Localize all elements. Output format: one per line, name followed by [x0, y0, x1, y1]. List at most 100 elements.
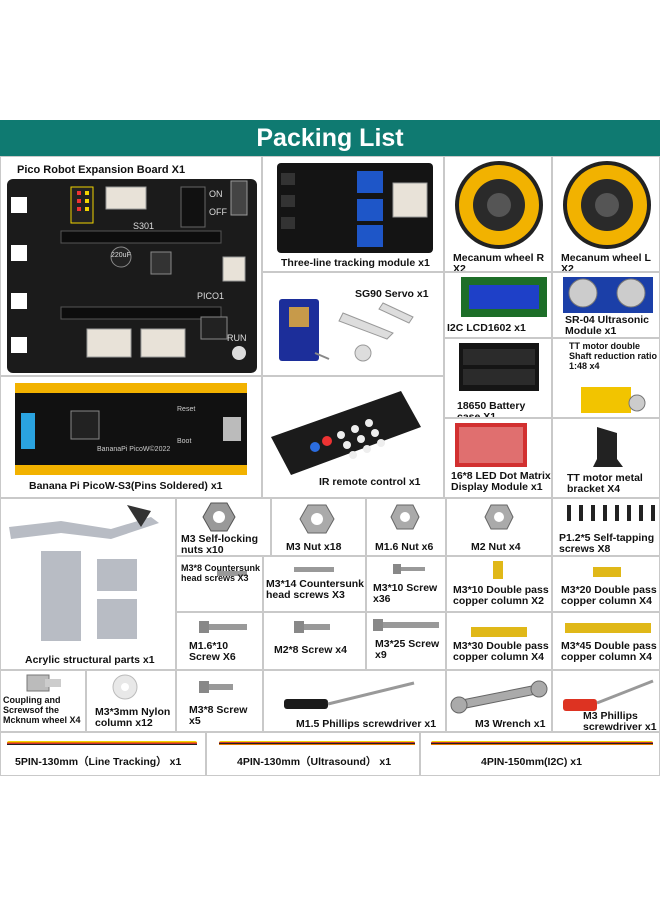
acrylic-cell: Acrylic structural parts x1 — [0, 498, 176, 670]
mecanum-r-cell: Mecanum wheel R X2 — [444, 156, 552, 272]
ultrasonic-label: SR-04 Ultrasonic Module x1 — [565, 314, 650, 337]
wrench-label: M3 Wrench x1 — [475, 718, 546, 730]
mecanum-wheel-r-image — [455, 161, 543, 249]
m3x14-csk-label: M3*14 Countersunk head screws X3 — [266, 578, 365, 601]
m3x8-csk-image — [217, 571, 247, 576]
phillips-m3-cell: M3 Phillips screwdriver x1 — [552, 670, 660, 732]
banana-pi-board-text: BananaPi PicoW©2022 — [97, 446, 171, 453]
phillips-m15-label: M1.5 Phillips screwdriver x1 — [296, 718, 437, 730]
phillips-m3-image — [563, 679, 654, 711]
acrylic-parts-image — [9, 505, 159, 641]
phillips-m3-label: M3 Phillips screwdriver x1 — [583, 710, 657, 732]
m3-lock-nut-cell: M3 Self-locking nuts x10 — [176, 498, 271, 556]
ir-remote-label: IR remote control x1 — [319, 476, 421, 488]
m2x8-screw-image — [294, 621, 330, 633]
board-pico-text: PICO1 — [197, 291, 225, 301]
mecanum-wheel-l-image — [563, 161, 651, 249]
m3x10-col-label: M3*10 Double pass copper column X2 — [453, 584, 549, 607]
coupling-label: Coupling and Screwsof the Mcknum wheel X… — [3, 695, 81, 725]
tracking-module-label: Three-line tracking module x1 — [281, 257, 430, 269]
m3x20-col-cell: M3*20 Double pass copper column X4 — [552, 556, 660, 612]
battery-case-label: 18650 Battery case X1 — [457, 400, 526, 418]
m3x30-col-cell: M3*30 Double pass copper column X4 — [446, 612, 552, 670]
servo-label: SG90 Servo x1 — [355, 288, 429, 300]
board-s301-text: S301 — [133, 221, 155, 231]
m3x25-screw-cell: M3*25 Screw x9 — [366, 612, 446, 670]
m2-nut-label: M2 Nut x4 — [471, 541, 521, 553]
m3x10-col-cell: M3*10 Double pass copper column X2 — [446, 556, 552, 612]
cable1-image — [7, 741, 197, 747]
banana-pi-cell: BananaPi PicoW©2022 Reset Boot Banana Pi… — [0, 376, 262, 498]
m3x8-csk-label: M3*8 Countersunk head screws X3 — [181, 563, 261, 583]
cable3-image — [431, 741, 653, 747]
nylon-col-label: M3*3mm Nylon column x12 — [95, 706, 171, 729]
packing-grid: Pico Robot Expansion Board X1 S301 ON — [0, 156, 660, 776]
m3x25-screw-image — [373, 619, 439, 631]
banana-pi-image — [15, 383, 247, 475]
m2x8-screw-cell: M2*8 Screw x4 — [263, 612, 366, 670]
battery-case-cell: 18650 Battery case X1 — [444, 338, 552, 418]
p12-screw-cell: P1.2*5 Self-tapping screws X8 — [552, 498, 660, 556]
m3x30-col-image — [471, 627, 527, 637]
m3x10-screw-cell: M3*10 Screw x36 — [366, 556, 446, 612]
title-banner: Packing List — [0, 120, 660, 156]
cable3-label: 4PIN-150mm(I2C) x1 — [481, 756, 582, 768]
m3x10-col-image — [493, 561, 503, 579]
banana-pi-label: Banana Pi PicoW-S3(Pins Soldered) x1 — [29, 480, 223, 492]
battery-case-image — [459, 343, 539, 391]
m2-nut-image — [484, 504, 514, 530]
p12-screw-label: P1.2*5 Self-tapping screws X8 — [559, 532, 655, 555]
m3-nut-label: M3 Nut x18 — [286, 541, 342, 553]
m3x20-col-label: M3*20 Double pass copper column X4 — [561, 584, 657, 607]
mecanum-l-cell: Mecanum wheel L X2 — [552, 156, 660, 272]
m2-nut-cell: M2 Nut x4 — [446, 498, 552, 556]
nylon-col-cell: M3*3mm Nylon column x12 — [86, 670, 176, 732]
led-matrix-image — [455, 423, 527, 467]
m16-nut-label: M1.6 Nut x6 — [375, 541, 434, 553]
tt-motor-label: TT motor double Shaft reduction ratio 1:… — [569, 341, 658, 371]
coupling-cell: Coupling and Screwsof the Mcknum wheel X… — [0, 670, 86, 732]
phillips-m15-cell: M1.5 Phillips screwdriver x1 — [263, 670, 446, 732]
m3x30-col-label: M3*30 Double pass copper column X4 — [453, 640, 549, 663]
lcd-label: I2C LCD1602 x1 — [447, 322, 526, 334]
m3x8-csk-cell: M3*8 Countersunk head screws X3 — [176, 556, 263, 612]
ultrasonic-cell: SR-04 Ultrasonic Module x1 — [552, 272, 660, 338]
m3x8-screw-image — [199, 681, 233, 693]
m16-nut-image — [390, 504, 420, 530]
cable3-cell: 4PIN-150mm(I2C) x1 — [420, 732, 660, 776]
m3x45-col-cell: M3*45 Double pass copper column X4 — [552, 612, 660, 670]
tt-bracket-image — [593, 427, 623, 467]
cable2-image — [219, 741, 415, 747]
expansion-board-image — [7, 179, 257, 373]
board-cap-text: 220uF — [111, 252, 131, 259]
cable1-cell: 5PIN-130mm（Line Tracking） x1 — [0, 732, 206, 776]
m16x10-screw-cell: M1.6*10 Screw X6 — [176, 612, 263, 670]
m3-lock-nut-label: M3 Self-locking nuts x10 — [181, 533, 259, 556]
lcd-image — [461, 277, 547, 317]
banana-pi-boot-text: Boot — [177, 438, 192, 445]
expansion-board-cell: Pico Robot Expansion Board X1 S301 ON — [0, 156, 262, 376]
tt-bracket-label: TT motor metal bracket X4 — [567, 472, 643, 495]
lcd-cell: I2C LCD1602 x1 — [444, 272, 552, 338]
tracking-module-cell: Three-line tracking module x1 — [262, 156, 444, 272]
tt-bracket-cell: TT motor metal bracket X4 — [552, 418, 660, 498]
cable1-label: 5PIN-130mm（Line Tracking） x1 — [15, 756, 182, 768]
mecanum-l-label: Mecanum wheel L X2 — [561, 252, 651, 272]
led-matrix-label: 16*8 LED Dot Matrix Display Module x1 — [451, 470, 551, 493]
servo-cell: SG90 Servo x1 — [262, 272, 444, 376]
m3x10-screw-label: M3*10 Screw x36 — [373, 582, 438, 605]
m3-nut-image — [299, 504, 335, 534]
mecanum-r-label: Mecanum wheel R X2 — [453, 252, 545, 272]
cable2-label: 4PIN-130mm（Ultrasound） x1 — [237, 756, 392, 768]
m16x10-screw-image — [199, 621, 247, 633]
wrench-cell: M3 Wrench x1 — [446, 670, 552, 732]
m3x45-col-label: M3*45 Double pass copper column X4 — [561, 640, 657, 663]
m3x8-screw-cell: M3*8 Screw x5 — [176, 670, 263, 732]
board-off-text: OFF — [209, 207, 227, 217]
board-run-text: RUN — [227, 333, 247, 343]
m3x14-csk-image — [294, 567, 334, 572]
p12-screw-image — [567, 505, 655, 521]
m3x10-screw-image — [393, 564, 425, 574]
m3-nut-cell: M3 Nut x18 — [271, 498, 366, 556]
m3x20-col-image — [593, 567, 621, 577]
